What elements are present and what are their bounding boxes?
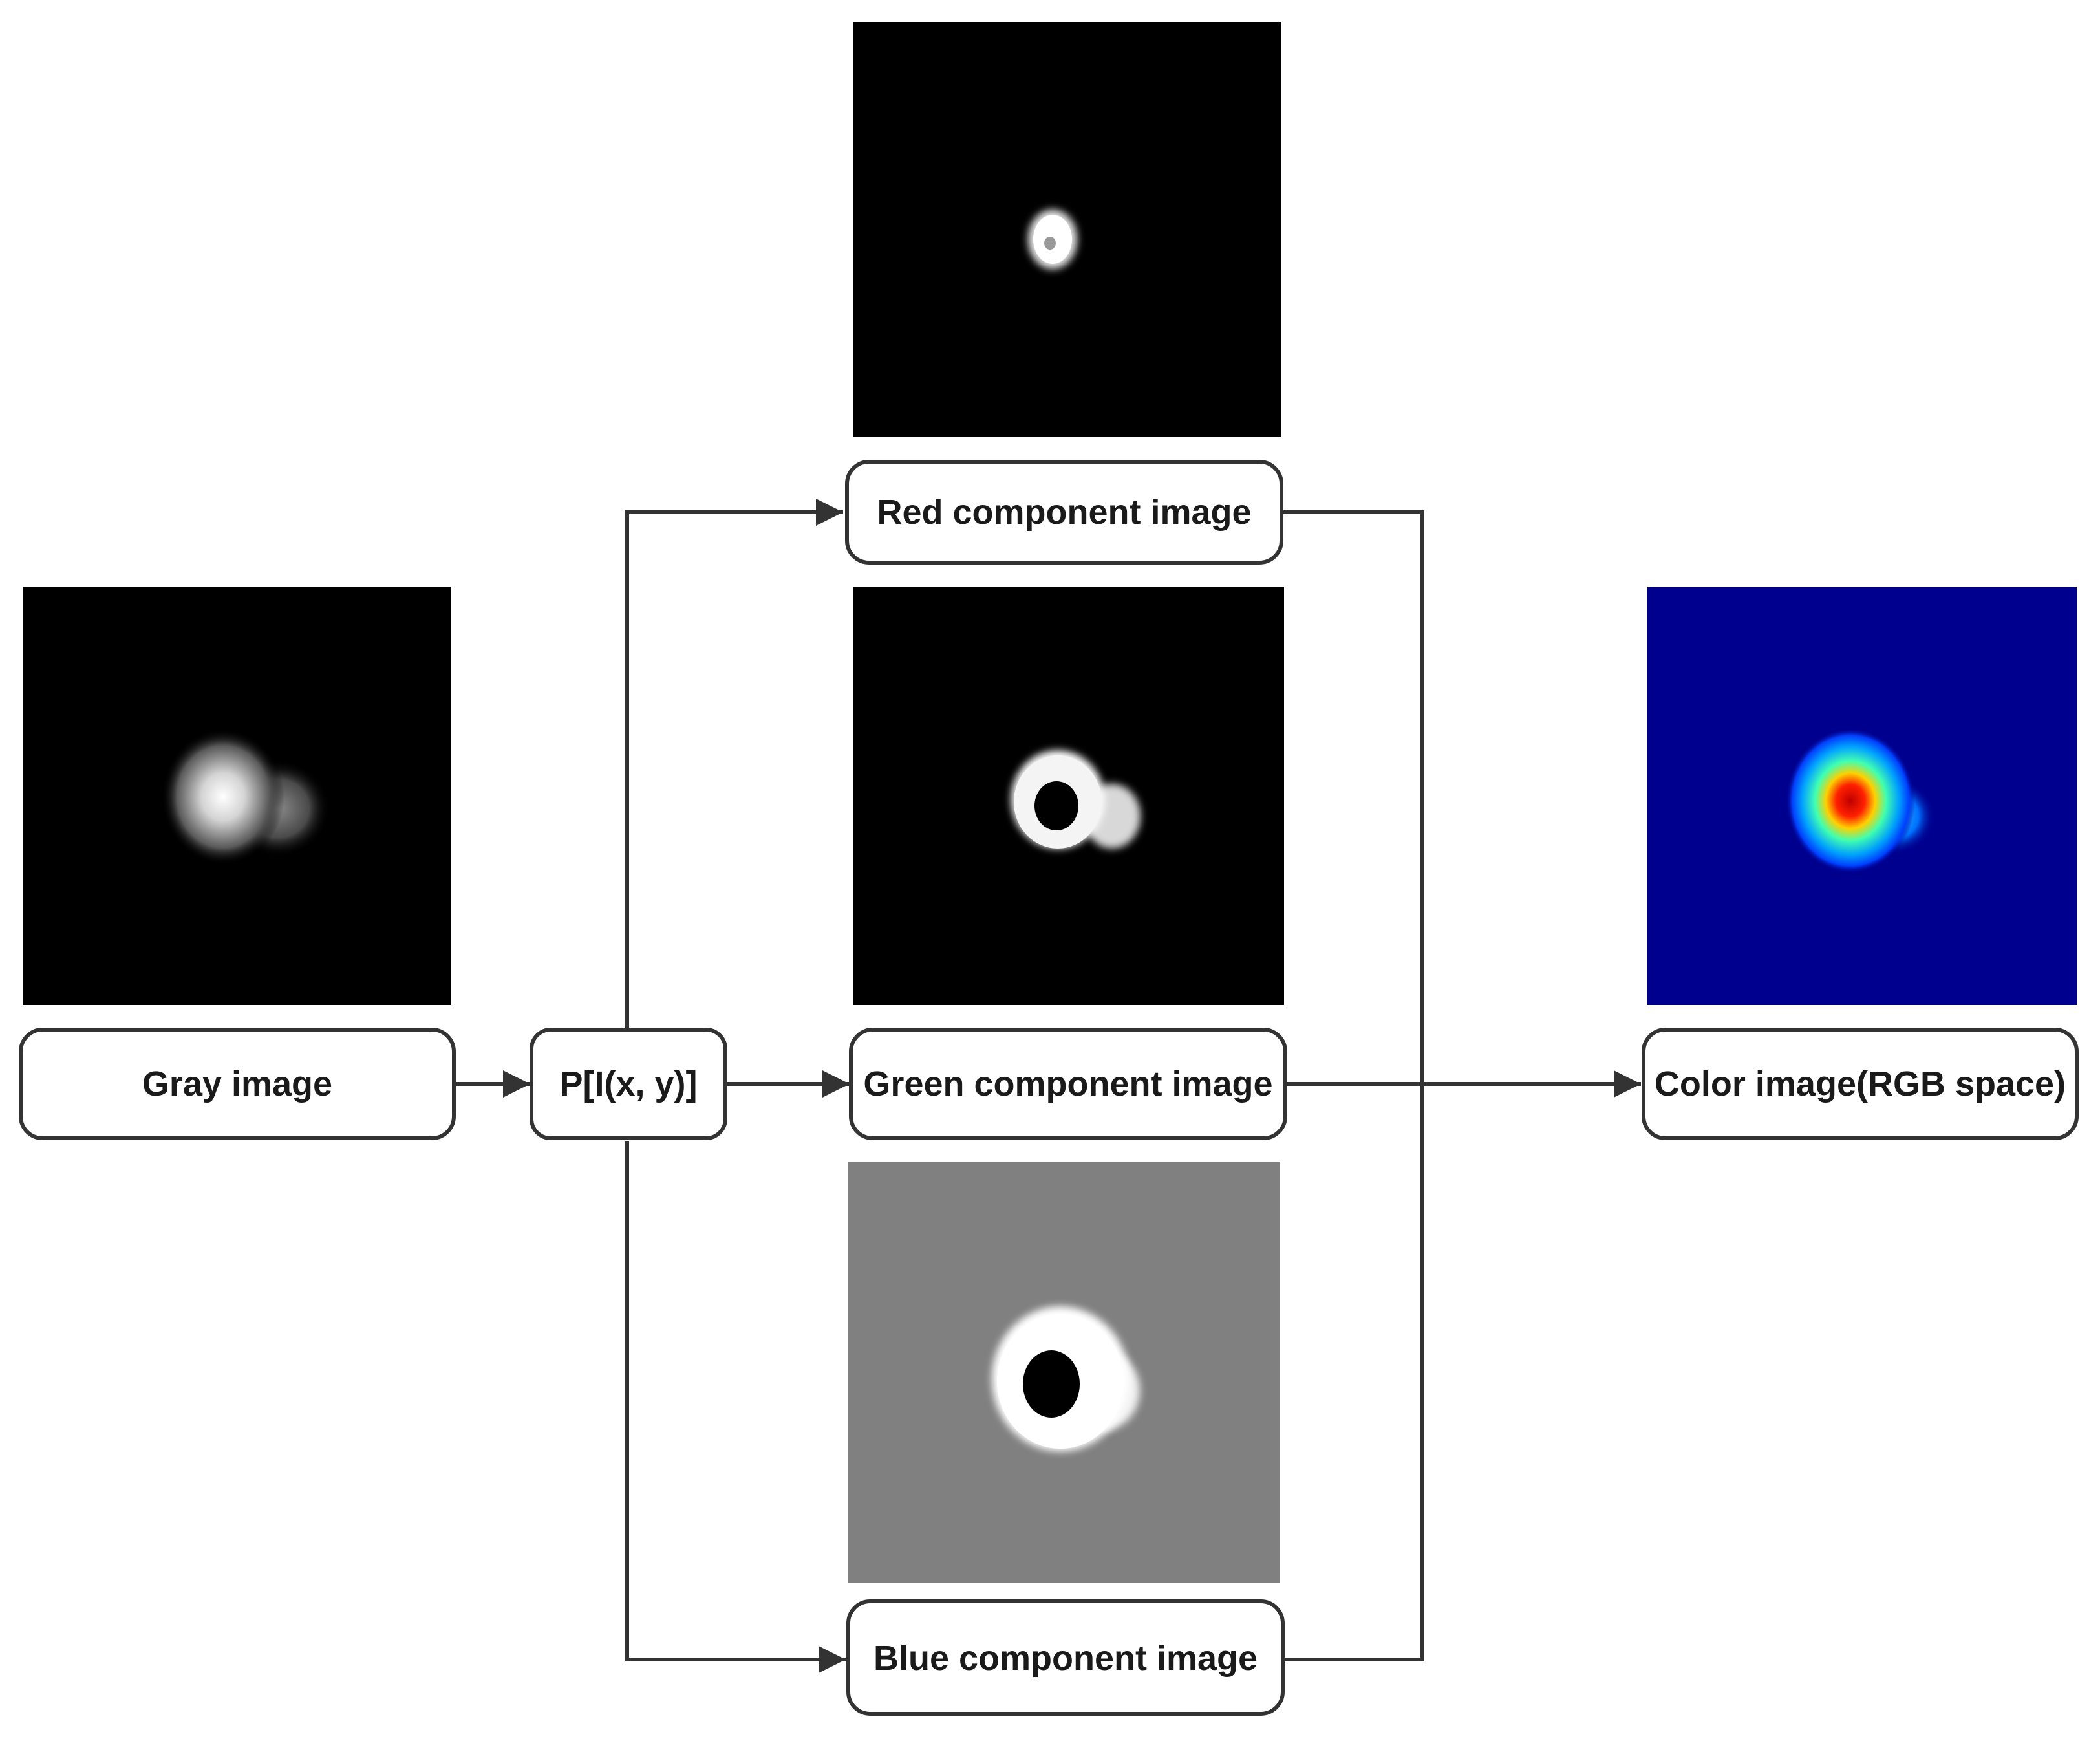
arrow-mapping-to-blue — [625, 1141, 846, 1673]
green-component-box: Green component image — [849, 1028, 1287, 1140]
gray-image-box: Gray image — [19, 1028, 456, 1140]
red-component-box: Red component image — [845, 460, 1283, 565]
blue-component-preview — [848, 1162, 1280, 1583]
blue-component-box: Blue component image — [846, 1599, 1285, 1716]
green-component-preview — [853, 587, 1284, 1005]
color-image-box: Color image(RGB space) — [1642, 1028, 2079, 1140]
arrow-mapping-to-red — [625, 499, 843, 1028]
color-image-label: Color image(RGB space) — [1655, 1065, 2066, 1103]
gray-image-preview — [23, 587, 451, 1005]
color-image-preview — [1647, 587, 2077, 1005]
mapping-function-label: P[I(x, y)] — [559, 1065, 697, 1103]
blue-component-label: Blue component image — [873, 1639, 1258, 1678]
red-component-label: Red component image — [877, 493, 1251, 532]
gray-image-label: Gray image — [142, 1065, 332, 1103]
red-component-preview — [853, 22, 1281, 437]
mapping-function-box: P[I(x, y)] — [530, 1028, 727, 1140]
connectors — [453, 499, 1641, 1673]
green-component-label: Green component image — [863, 1065, 1272, 1103]
